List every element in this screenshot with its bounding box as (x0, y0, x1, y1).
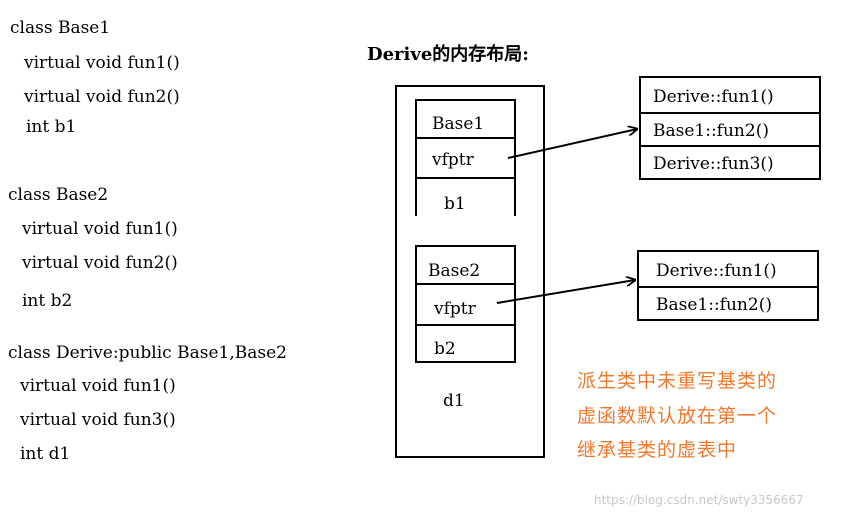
memory-layout-title: Derive的内存布局: (367, 44, 529, 65)
derive-code-line-1: virtual void fun1() (20, 376, 176, 396)
derive-member-d1: d1 (443, 391, 465, 411)
base2-code-line-3: int b2 (22, 291, 73, 311)
base1-class-header: class Base1 (10, 18, 111, 38)
base2-subobject-box (415, 245, 516, 363)
note-line-2: 虚函数默认放在第一个 (577, 405, 778, 427)
derive-class-header: class Derive:public Base1,Base2 (8, 343, 287, 363)
vtable1-entry-1: Derive::fun1() (653, 87, 774, 107)
base2-vfptr-arrow (496, 280, 635, 304)
vtable1-entry-2: Base1::fun2() (653, 121, 769, 141)
note-line-1: 派生类中未重写基类的 (577, 370, 778, 392)
vtable2-box (637, 250, 819, 321)
base2-code-line-1: virtual void fun1() (22, 219, 178, 239)
base2-divider-2 (415, 324, 516, 326)
vtable1-box (639, 76, 821, 180)
base2-divider-1 (415, 283, 516, 285)
base1-subobject-name: Base1 (432, 114, 485, 134)
base1-member-b1: b1 (444, 194, 466, 214)
vtable1-entry-3: Derive::fun3() (653, 154, 774, 174)
base1-code-line-1: virtual void fun1() (24, 53, 180, 73)
base1-divider-2 (415, 177, 516, 179)
base1-vfptr-label: vfptr (432, 150, 474, 170)
base2-code-line-2: virtual void fun2() (22, 253, 178, 273)
base1-vfptr-arrow (507, 129, 637, 159)
vtable1-divider-1 (639, 112, 821, 114)
base1-divider-1 (415, 137, 516, 139)
note-line-3: 继承基类的虚表中 (577, 439, 738, 461)
derive-code-line-3: int d1 (20, 444, 71, 464)
base1-subobject-box (415, 99, 516, 216)
base1-code-line-3: int b1 (26, 117, 77, 137)
vtable2-entry-2: Base1::fun2() (656, 295, 772, 315)
base2-subobject-name: Base2 (428, 261, 481, 281)
vtable2-entry-1: Derive::fun1() (656, 261, 777, 281)
watermark-text: https://blog.csdn.net/swty3356667 (594, 493, 804, 507)
vtable2-divider-1 (637, 286, 819, 288)
base2-vfptr-label: vfptr (434, 299, 476, 319)
base1-code-line-2: virtual void fun2() (24, 87, 180, 107)
derive-code-line-2: virtual void fun3() (20, 410, 176, 430)
base2-class-header: class Base2 (8, 185, 109, 205)
vtable1-divider-2 (639, 145, 821, 147)
base2-member-b2: b2 (434, 339, 456, 359)
